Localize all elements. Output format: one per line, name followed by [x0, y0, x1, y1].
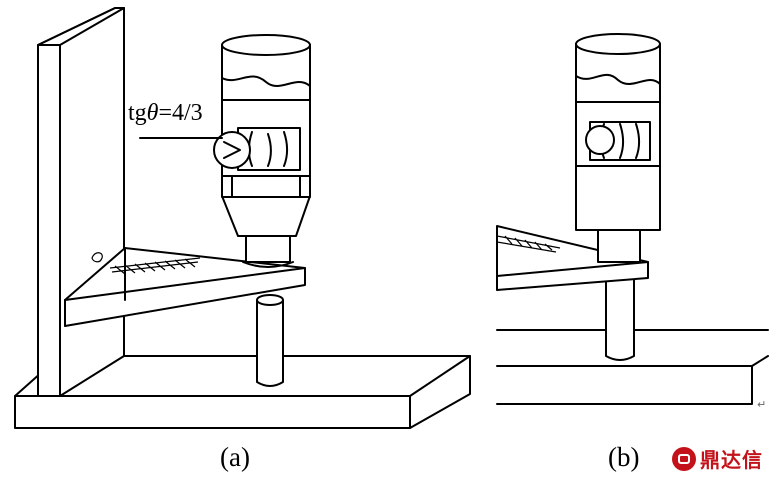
watermark-logo: 鼎达信 — [672, 444, 763, 473]
tube-a — [221, 34, 311, 198]
watermark-text: 鼎达信 — [700, 448, 763, 472]
funnel-a — [221, 195, 311, 268]
caption-a: (a) — [220, 442, 250, 472]
angle-indicator-a — [139, 131, 251, 169]
logo-mark-icon — [672, 446, 696, 471]
theta-symbol: θ — [146, 100, 159, 126]
panel-a — [14, 7, 471, 429]
return-mark: ↵ — [757, 398, 767, 411]
panel-b — [496, 33, 769, 405]
inclined-platform-a — [64, 247, 306, 327]
vertical-plate-a — [37, 7, 125, 397]
tube-b — [575, 33, 661, 231]
caption-b: (b) — [608, 442, 640, 472]
tan-prefix: tg — [128, 100, 147, 126]
support-post-a — [256, 294, 284, 387]
tan-value: =4/3 — [158, 100, 203, 126]
tan-theta-label: tgθ=4/3 — [128, 100, 203, 127]
support-post-b — [605, 271, 635, 361]
